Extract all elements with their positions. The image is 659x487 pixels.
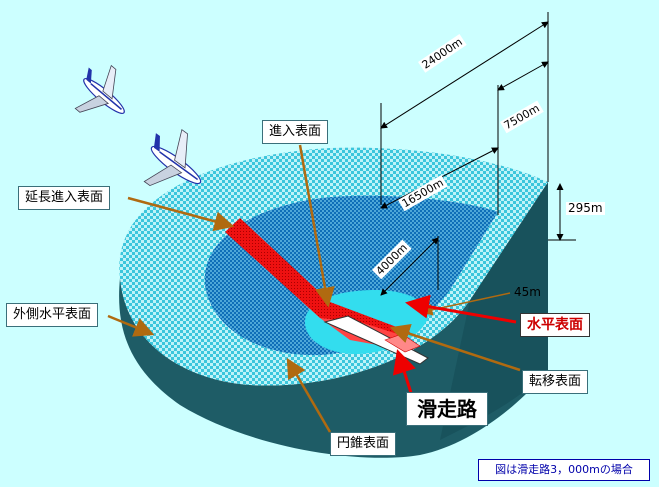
label-conical-surface: 円錐表面 <box>330 432 397 456</box>
airplane-icon <box>74 64 125 114</box>
label-horizontal-surface: 水平表面 <box>520 313 590 337</box>
leader-runway <box>392 349 416 397</box>
leader-approach <box>298 144 335 308</box>
approach-surface-shape <box>225 218 410 345</box>
airplane-icon-2 <box>143 129 202 187</box>
dim-295-label: 295m <box>566 201 605 215</box>
leader-outer-horizontal <box>107 314 155 337</box>
dim-24000-line <box>380 21 549 129</box>
dim-45-label: 45m <box>514 285 541 299</box>
label-runway: 滑走路 <box>406 392 488 426</box>
label-outer-horizontal-surface: 外側水平表面 <box>6 303 99 327</box>
leader-horizontal <box>405 294 517 324</box>
leader-transitional <box>389 323 521 372</box>
label-approach-surface: 進入表面 <box>262 120 329 144</box>
dim-7500-line <box>497 61 549 91</box>
label-extended-approach-surface: 延長進入表面 <box>18 186 111 210</box>
leader-extended-approach <box>127 196 235 232</box>
leader-conical <box>286 357 332 433</box>
dim-4000-line <box>380 237 439 296</box>
label-transitional-surface: 転移表面 <box>522 370 589 394</box>
slab-right-face <box>440 182 548 440</box>
footnote: 図は滑走路3，000mの場合 <box>478 459 650 481</box>
slab-side-wall <box>119 182 549 458</box>
